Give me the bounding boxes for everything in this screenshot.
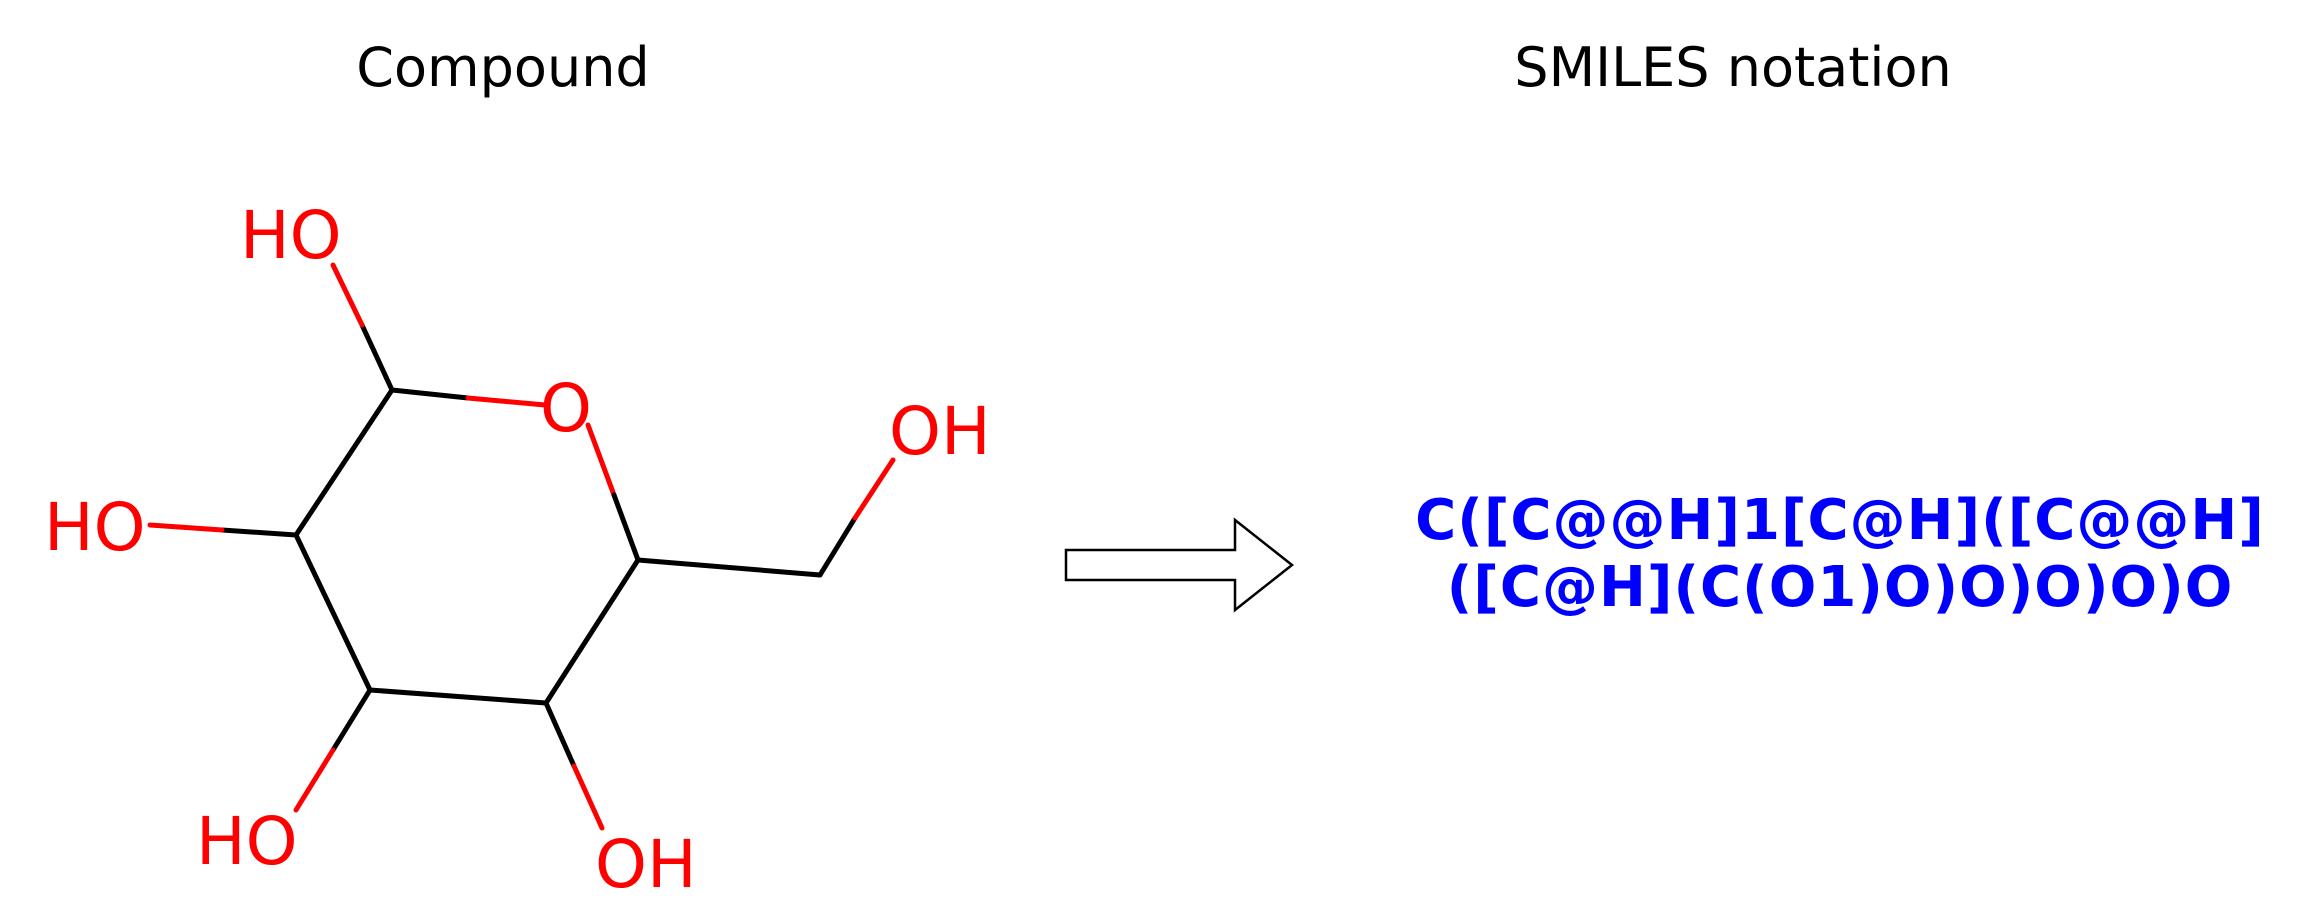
atom-label-ho-left: HO xyxy=(44,489,146,566)
smiles-heading: SMILES notation xyxy=(1514,36,1952,99)
compound-heading: Compound xyxy=(356,36,650,99)
bond-c6-oh-right xyxy=(817,515,858,578)
bond-c3-c2 xyxy=(293,532,373,693)
bond-c2-c1 xyxy=(293,387,395,538)
atom-label-oh-bottom: OH xyxy=(595,826,697,903)
bond-c4-c3 xyxy=(367,687,549,706)
bond-c2-ho-left-red xyxy=(147,522,225,533)
bond-ring-o-c5 xyxy=(611,492,641,563)
bond-c5-c4 xyxy=(543,557,641,706)
bond-c4-oh-bottom xyxy=(543,700,577,769)
bond-c6-oh-right-red xyxy=(852,457,896,521)
smiles-string-line-2: ([C@H](C(O1)O)O)O)O)O xyxy=(1446,555,2234,620)
bond-ring-o-c5-red xyxy=(585,422,617,498)
atom-label-ho-top: HO xyxy=(240,197,342,274)
bond-c5-c6 xyxy=(635,557,823,578)
bond-c3-ho-bottom-left xyxy=(330,687,373,753)
atom-label-ring-o: O xyxy=(540,370,592,447)
right-arrow-icon xyxy=(1064,517,1295,613)
atom-label-ho-bottom-left: HO xyxy=(196,803,298,880)
glucose-structure-diagram: HO O OH HO HO OH xyxy=(44,197,991,903)
bond-c4-oh-bottom-red xyxy=(571,763,605,831)
bond-c3-ho-bottom-left-red xyxy=(293,747,336,813)
smiles-string-line-1: C([C@@H]1[C@H]([C@@H] xyxy=(1415,488,2265,553)
atom-label-oh-right: OH xyxy=(889,393,991,470)
bond-c1-ho-top-red xyxy=(330,262,365,328)
bond-c1-ring-o xyxy=(389,387,471,401)
bond-c1-ho-top xyxy=(359,322,395,393)
bond-c1-ring-o-red xyxy=(465,395,548,408)
bond-c2-ho-left xyxy=(219,527,299,538)
